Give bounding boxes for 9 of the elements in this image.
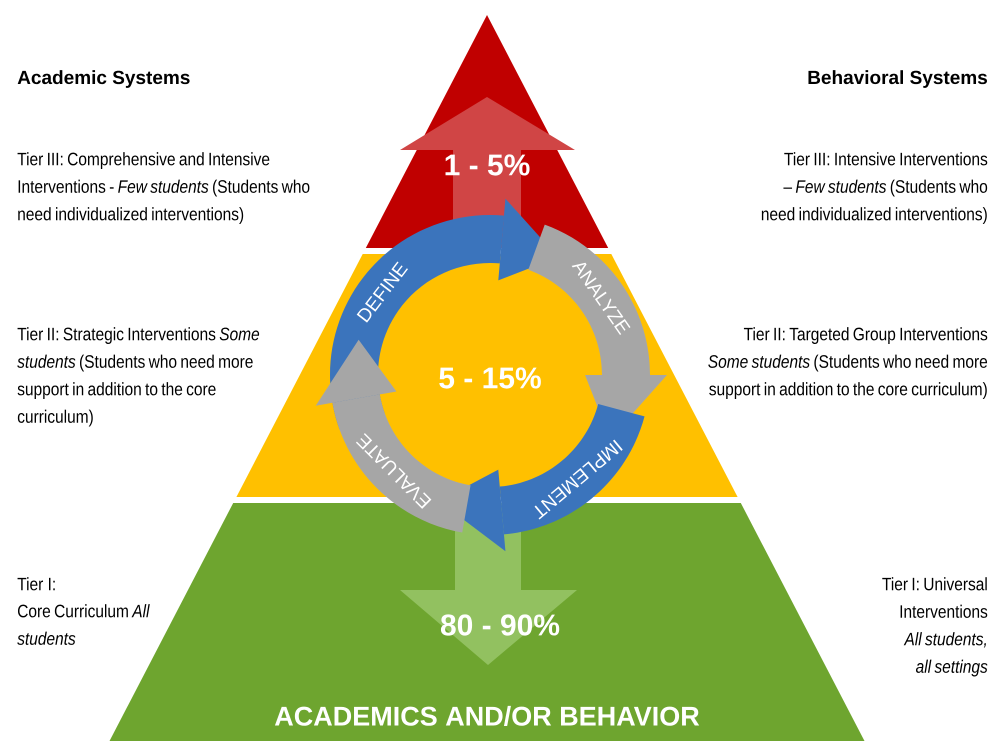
tier-description: Tier III: Comprehensive and Intensive Interventions - Few students (Students who need individualized interventions): [18, 152, 310, 224]
tier-description: Tier I: Universal Interventions All students, all settings: [882, 577, 988, 676]
column-heading: Behavioral Systems: [808, 70, 987, 88]
tier-description: Tier I:: [18, 577, 55, 590]
column-heading: Academic Systems: [18, 70, 190, 88]
tier-description: Tier III: Intensive Interventions – Few students (Students who need individualized interventions): [762, 152, 988, 224]
tier-description: Tier II: Targeted Group Interventions Some students (Students who need more support in addition to the core curriculum): [708, 327, 988, 399]
tier-description: Core Curriculum All students: [17, 604, 150, 645]
tier-description: Tier II: Strategic Interventions Some students (Students who need more support in addition to the core curriculum): [17, 327, 260, 426]
